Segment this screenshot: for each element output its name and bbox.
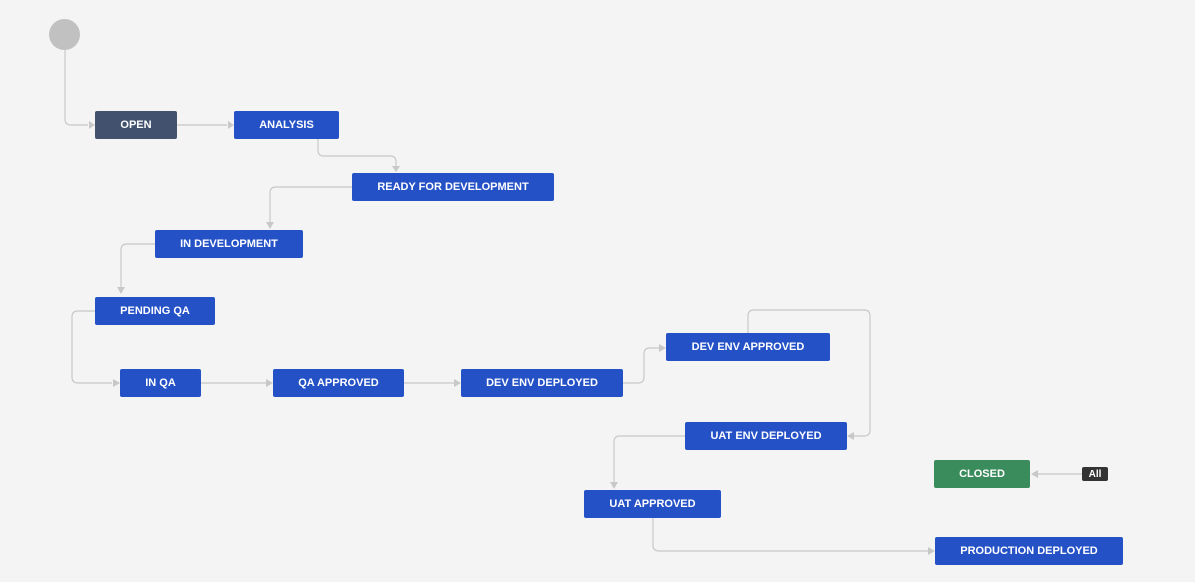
arrowhead-devapproved-uatdeployed xyxy=(847,432,854,440)
arrowhead-open-analysis xyxy=(228,121,234,129)
status-closed[interactable]: CLOSED xyxy=(934,460,1030,488)
status-uat-env-deployed[interactable]: UAT ENV DEPLOYED xyxy=(685,422,847,450)
status-in-development[interactable]: IN DEVELOPMENT xyxy=(155,230,303,258)
status-in-qa[interactable]: IN QA xyxy=(120,369,201,397)
arrowhead-indev-pendingqa xyxy=(117,287,125,294)
transition-start-open xyxy=(64,50,88,126)
arrowhead-uatdeployed-uatapproved xyxy=(610,482,618,489)
status-uat-approved[interactable]: UAT APPROVED xyxy=(584,490,721,518)
status-dev-env-deployed[interactable]: DEV ENV DEPLOYED xyxy=(461,369,623,397)
arrowhead-analysis-ready xyxy=(392,166,400,172)
start-node[interactable] xyxy=(49,19,80,50)
arrowhead-inqa-qaapproved xyxy=(266,379,273,387)
transition-uatapproved-production xyxy=(652,518,928,552)
arrowhead-start-open xyxy=(89,121,95,129)
arrowhead-ready-indev xyxy=(266,222,274,229)
status-open[interactable]: OPEN xyxy=(95,111,177,139)
transition-devdeployed-devapproved xyxy=(623,347,659,384)
status-production-deployed[interactable]: PRODUCTION DEPLOYED xyxy=(935,537,1123,565)
all-transitions-badge[interactable]: All xyxy=(1082,467,1108,481)
arrowhead-pendingqa-inqa xyxy=(113,379,120,387)
arrowhead-qaapproved-devdeployed xyxy=(454,379,461,387)
transition-analysis-ready xyxy=(317,139,397,166)
transition-indev-pendingqa xyxy=(120,243,155,287)
transition-uatdeployed-uatapproved xyxy=(613,435,685,482)
transition-devapproved-uatdeployed xyxy=(747,309,871,437)
transition-ready-indev xyxy=(269,186,352,222)
arrowhead-all-closed xyxy=(1031,470,1038,478)
status-ready-for-development[interactable]: READY FOR DEVELOPMENT xyxy=(352,173,554,201)
status-qa-approved[interactable]: QA APPROVED xyxy=(273,369,404,397)
arrowhead-uatapproved-production xyxy=(928,547,935,555)
arrowhead-devdeployed-devapproved xyxy=(659,344,666,352)
status-pending-qa[interactable]: PENDING QA xyxy=(95,297,215,325)
transition-pendingqa-inqa xyxy=(71,310,112,384)
status-dev-env-approved[interactable]: DEV ENV APPROVED xyxy=(666,333,830,361)
status-analysis[interactable]: ANALYSIS xyxy=(234,111,339,139)
